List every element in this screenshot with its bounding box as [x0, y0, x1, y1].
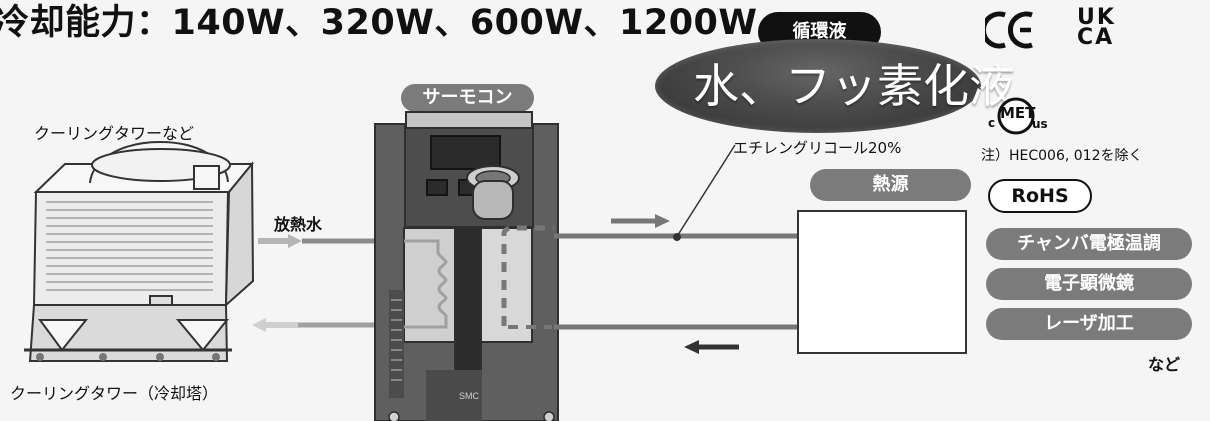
cooling-tower-support-left [38, 319, 89, 352]
cooling-tower-fan-rim [91, 148, 231, 182]
application-item-laser-processing: レーザ加工 [986, 308, 1192, 340]
ukca-bottom-text: CA [1077, 25, 1115, 50]
water-arrows [252, 214, 739, 354]
cooling-tower-fan-dome [89, 140, 229, 184]
cooling-tower-body [32, 191, 230, 306]
page-title: 冷却能力：140W、320W、600W、1200W [0, 3, 758, 43]
chiller-center-column [454, 227, 482, 382]
rohs-badge: RoHS [988, 179, 1092, 213]
chiller-button-left [426, 179, 448, 196]
cooling-tower-door [149, 295, 173, 327]
cooling-tower-side-panel [224, 161, 255, 308]
met-us-text: us [1032, 117, 1048, 131]
chiller-display [430, 135, 501, 170]
chiller-button-right [458, 179, 481, 196]
cooling-tower-vent [193, 165, 220, 190]
cooling-tower-support-right [175, 319, 230, 352]
met-c-text: c [988, 116, 996, 130]
chiller-left-panel [403, 227, 456, 343]
cooling-tower-base [28, 304, 229, 362]
cooling-tower-top-label: クーリングタワーなど [34, 124, 195, 143]
chiller-right-panel [480, 227, 533, 343]
fluid-oval [655, 39, 981, 133]
chiller-upper-cap [405, 111, 533, 129]
application-item-electron-microscope: 電子顕微鏡 [986, 268, 1192, 300]
ukca-mark: UK CA [1077, 5, 1133, 52]
ukca-top-text: UK [1077, 5, 1116, 30]
cooling-tower-bottom-label: クーリングタワー（冷却塔） [10, 384, 219, 403]
chiller-outer-body [374, 123, 559, 421]
heat-source-illustration [797, 210, 967, 354]
met-mark: MET c us [985, 96, 1057, 144]
chiller-brand-mark: SMC [459, 391, 480, 401]
chiller-name-pill: サーモコン [401, 84, 534, 112]
applications-suffix: など [1148, 355, 1181, 374]
radiated-water-label: 放熱水 [274, 215, 323, 234]
met-text: MET [1000, 104, 1036, 122]
application-item-chamber-electrode: チャンバ電極温調 [986, 228, 1192, 260]
heat-source-pill: 熱源 [810, 169, 971, 201]
exclusion-note: 注）HEC006, 012を除く [981, 148, 1143, 164]
chiller-cap-ring [466, 165, 520, 191]
glycol-label: エチレングリコール20% [733, 139, 902, 157]
fluid-types-text: 水、フッ素化液 [693, 59, 1015, 113]
cooling-tower-top-panel [33, 163, 255, 193]
cooling-tower-illustration [24, 140, 255, 362]
ce-mark [981, 9, 1043, 51]
chiller-unit: SMC [374, 111, 559, 421]
chiller-tank-neck [472, 180, 514, 220]
chiller-top-panel [404, 123, 534, 228]
